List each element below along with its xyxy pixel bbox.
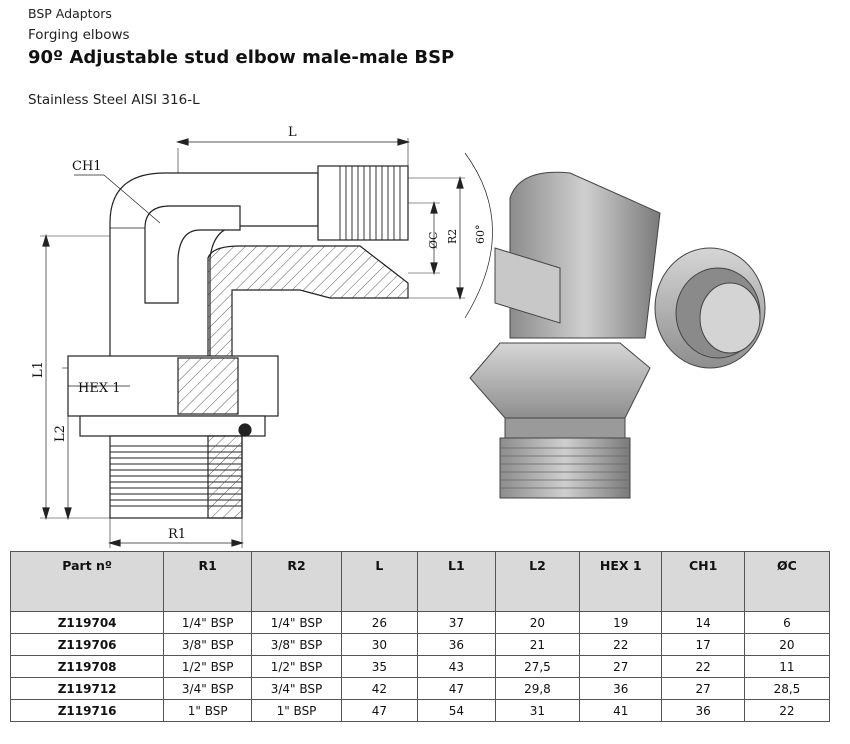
dim-label-l2: L2 — [53, 425, 68, 442]
cell-l: 35 — [340, 655, 418, 678]
dim-label-l: L — [288, 125, 297, 140]
dim-label-l1: L1 — [31, 361, 46, 378]
col-r2: R2 — [251, 551, 342, 612]
dim-label-hex1: HEX 1 — [78, 381, 121, 396]
dim-label-r1: R1 — [168, 527, 186, 542]
cell-r1: 1/4" BSP — [163, 611, 253, 634]
cell-part-no: Z119708 — [9, 655, 165, 678]
cell-r1: 3/4" BSP — [163, 677, 253, 700]
cell-r2: 3/4" BSP — [251, 677, 342, 700]
cell-l: 30 — [340, 633, 418, 656]
cell-c: 11 — [743, 655, 831, 678]
dimension-labels: L CH1 ØC R2 60° L1 L2 HEX 1 R1 — [31, 125, 487, 542]
cell-c: 28,5 — [743, 677, 831, 700]
cell-c: 22 — [743, 699, 831, 722]
cell-ch1: 17 — [661, 633, 745, 656]
cell-part-no: Z119706 — [9, 633, 165, 656]
col-part-no: Part nº — [9, 551, 165, 612]
dim-label-angle: 60° — [474, 225, 487, 245]
cell-ch1: 27 — [661, 677, 745, 700]
cell-l2: 27,5 — [494, 655, 581, 678]
dim-label-r2: R2 — [446, 229, 459, 244]
cell-c: 6 — [743, 611, 831, 634]
cell-r2: 1" BSP — [251, 699, 342, 722]
specification-table: Part nº R1 R2 L L1 L2 HEX 1 CH1 ØC Z1197… — [9, 551, 831, 722]
cell-ch1: 14 — [661, 611, 745, 634]
col-ch1: CH1 — [661, 551, 745, 612]
cell-hex1: 36 — [579, 677, 663, 700]
table-row: Z119706 3/8" BSP 3/8" BSP 30 36 21 22 17… — [9, 633, 831, 656]
dim-label-c: ØC — [427, 232, 440, 249]
cell-l: 26 — [340, 611, 418, 634]
cell-part-no: Z119712 — [9, 677, 165, 700]
cell-part-no: Z119704 — [9, 611, 165, 634]
cell-l: 47 — [340, 699, 418, 722]
category-label: Forging elbows — [28, 27, 130, 43]
col-hex1: HEX 1 — [579, 551, 663, 612]
cell-ch1: 22 — [661, 655, 745, 678]
page-title: 90º Adjustable stud elbow male-male BSP — [28, 47, 455, 68]
table-row: Z119716 1" BSP 1" BSP 47 54 31 41 36 22 — [9, 699, 831, 722]
cell-c: 20 — [743, 633, 831, 656]
cell-l2: 31 — [494, 699, 581, 722]
col-l1: L1 — [416, 551, 496, 612]
col-l2: L2 — [494, 551, 581, 612]
cell-r2: 1/4" BSP — [251, 611, 342, 634]
cell-hex1: 22 — [579, 633, 663, 656]
cell-r1: 3/8" BSP — [163, 633, 253, 656]
table-row: Z119708 1/2" BSP 1/2" BSP 35 43 27,5 27 … — [9, 655, 831, 678]
cell-l2: 29,8 — [494, 677, 581, 700]
table-row: Z119712 3/4" BSP 3/4" BSP 42 47 29,8 36 … — [9, 677, 831, 700]
cell-l1: 54 — [416, 699, 496, 722]
cell-l2: 20 — [494, 611, 581, 634]
cell-hex1: 27 — [579, 655, 663, 678]
cell-r2: 1/2" BSP — [251, 655, 342, 678]
col-l: L — [340, 551, 418, 612]
cell-r1: 1" BSP — [163, 699, 253, 722]
cell-l1: 47 — [416, 677, 496, 700]
cell-l1: 43 — [416, 655, 496, 678]
cell-r2: 3/8" BSP — [251, 633, 342, 656]
dim-label-ch1: CH1 — [72, 159, 102, 174]
cell-ch1: 36 — [661, 699, 745, 722]
cell-l1: 36 — [416, 633, 496, 656]
cell-l2: 21 — [494, 633, 581, 656]
cell-l1: 37 — [416, 611, 496, 634]
breadcrumb: BSP Adaptors — [28, 6, 112, 21]
material-label: Stainless Steel AISI 316-L — [28, 92, 200, 108]
technical-drawing: L CH1 ØC R2 60° L1 L2 HEX 1 R1 — [31, 125, 766, 548]
table-row: Z119704 1/4" BSP 1/4" BSP 26 37 20 19 14… — [9, 611, 831, 634]
cell-hex1: 41 — [579, 699, 663, 722]
cell-part-no: Z119716 — [9, 699, 165, 722]
col-r1: R1 — [163, 551, 253, 612]
section-view — [40, 138, 493, 548]
col-c: ØC — [743, 551, 831, 612]
table-header-row: Part nº R1 R2 L L1 L2 HEX 1 CH1 ØC — [9, 551, 831, 612]
cell-hex1: 19 — [579, 611, 663, 634]
elbow-3d-render — [469, 171, 766, 499]
cell-l: 42 — [340, 677, 418, 700]
cell-r1: 1/2" BSP — [163, 655, 253, 678]
